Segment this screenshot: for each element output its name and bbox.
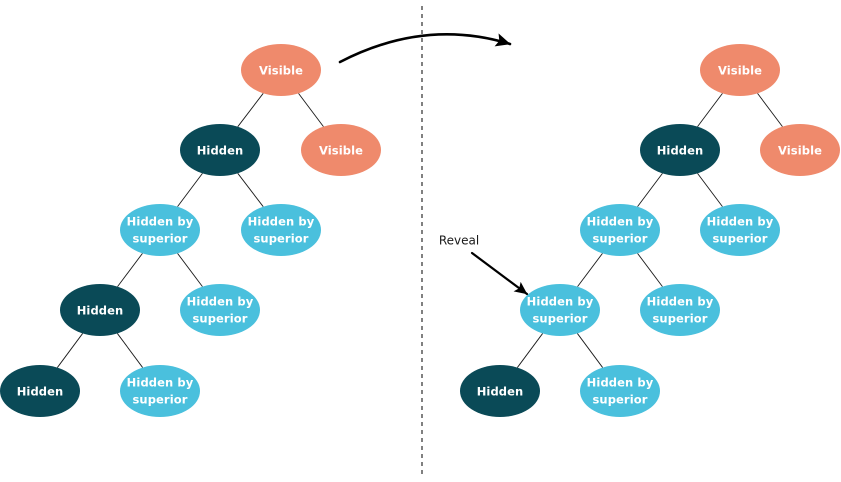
tree-node-hidden-by-superior[interactable]: Hidden by superior — [120, 365, 200, 417]
node-label: Hidden — [657, 144, 704, 158]
node-label: superior — [192, 312, 247, 326]
node-label: superior — [592, 232, 647, 246]
tree-node-hidden-by-superior[interactable]: Hidden by superior — [700, 204, 780, 256]
tree-node-visible[interactable]: Visible — [700, 44, 780, 96]
node-label: Hidden by — [187, 295, 254, 309]
tree-edge — [516, 333, 544, 368]
node-ellipse — [120, 365, 200, 417]
node-ellipse — [0, 365, 80, 417]
node-label: Hidden by — [587, 215, 654, 229]
tree-edge — [757, 93, 783, 127]
tree-edge — [637, 253, 663, 287]
node-label: Hidden by — [587, 376, 654, 390]
node-ellipse — [520, 284, 600, 336]
node-ellipse — [241, 44, 321, 96]
reveal-annotation-label: Reveal — [439, 234, 479, 248]
node-ellipse — [460, 365, 540, 417]
tree-edge — [56, 333, 84, 368]
tree-edge — [116, 333, 144, 368]
tree-edge — [298, 93, 324, 127]
transformation-arrow-icon — [338, 33, 512, 64]
node-label: Hidden by — [527, 295, 594, 309]
tree-node-hidden-by-superior[interactable]: Hidden by superior — [520, 284, 600, 336]
tree-edge — [177, 173, 203, 207]
tree-node-hidden[interactable]: Hidden — [640, 124, 720, 176]
tree-node-hidden[interactable]: Hidden — [60, 284, 140, 336]
node-ellipse — [580, 365, 660, 417]
tree-edge — [177, 253, 203, 287]
node-label: Hidden — [17, 385, 64, 399]
node-ellipse — [640, 124, 720, 176]
tree-edge — [237, 93, 264, 127]
node-label: superior — [132, 393, 187, 407]
node-label: Hidden by — [127, 376, 194, 390]
node-label: Hidden by — [248, 215, 315, 229]
node-ellipse — [301, 124, 381, 176]
node-ellipse — [180, 284, 260, 336]
node-label: superior — [592, 393, 647, 407]
node-ellipse — [241, 204, 321, 256]
node-ellipse — [60, 284, 140, 336]
node-label: Visible — [718, 64, 762, 78]
node-label: superior — [253, 232, 308, 246]
node-ellipse — [700, 204, 780, 256]
tree-node-hidden-by-superior[interactable]: Hidden by superior — [241, 204, 321, 256]
tree-edge — [637, 173, 663, 207]
edges-layer — [56, 93, 783, 368]
node-label: Visible — [259, 64, 303, 78]
tree-node-hidden[interactable]: Hidden — [0, 365, 80, 417]
node-ellipse — [640, 284, 720, 336]
node-ellipse — [180, 124, 260, 176]
tree-edge — [117, 253, 143, 287]
tree-edge — [697, 173, 723, 207]
tree-node-hidden-by-superior[interactable]: Hidden by superior — [180, 284, 260, 336]
node-label: Hidden — [197, 144, 244, 158]
node-label: superior — [132, 232, 187, 246]
node-label: Visible — [778, 144, 822, 158]
node-label: Hidden by — [127, 215, 194, 229]
tree-edge — [697, 93, 723, 127]
node-label: Hidden — [77, 304, 124, 318]
node-ellipse — [580, 204, 660, 256]
tree-edge — [576, 333, 604, 368]
node-label: superior — [652, 312, 707, 326]
tree-node-hidden[interactable]: Hidden — [180, 124, 260, 176]
tree-node-hidden-by-superior[interactable]: Hidden by superior — [580, 365, 660, 417]
tree-node-hidden-by-superior[interactable]: Hidden by superior — [640, 284, 720, 336]
tree-node-visible[interactable]: Visible — [760, 124, 840, 176]
node-ellipse — [120, 204, 200, 256]
tree-edge — [577, 253, 603, 287]
node-label: superior — [532, 312, 587, 326]
node-label: superior — [712, 232, 767, 246]
tree-node-hidden-by-superior[interactable]: Hidden by superior — [120, 204, 200, 256]
node-label: Hidden by — [707, 215, 774, 229]
tree-node-hidden[interactable]: Hidden — [460, 365, 540, 417]
tree-node-hidden-by-superior[interactable]: Hidden by superior — [580, 204, 660, 256]
node-ellipse — [700, 44, 780, 96]
node-label: Visible — [319, 144, 363, 158]
reveal-pointer-arrow-icon — [470, 251, 529, 296]
tree-node-visible[interactable]: Visible — [241, 44, 321, 96]
node-ellipse — [760, 124, 840, 176]
tree-edge — [237, 173, 264, 207]
tree-node-visible[interactable]: Visible — [301, 124, 381, 176]
node-label: Hidden — [477, 385, 524, 399]
node-label: Hidden by — [647, 295, 714, 309]
